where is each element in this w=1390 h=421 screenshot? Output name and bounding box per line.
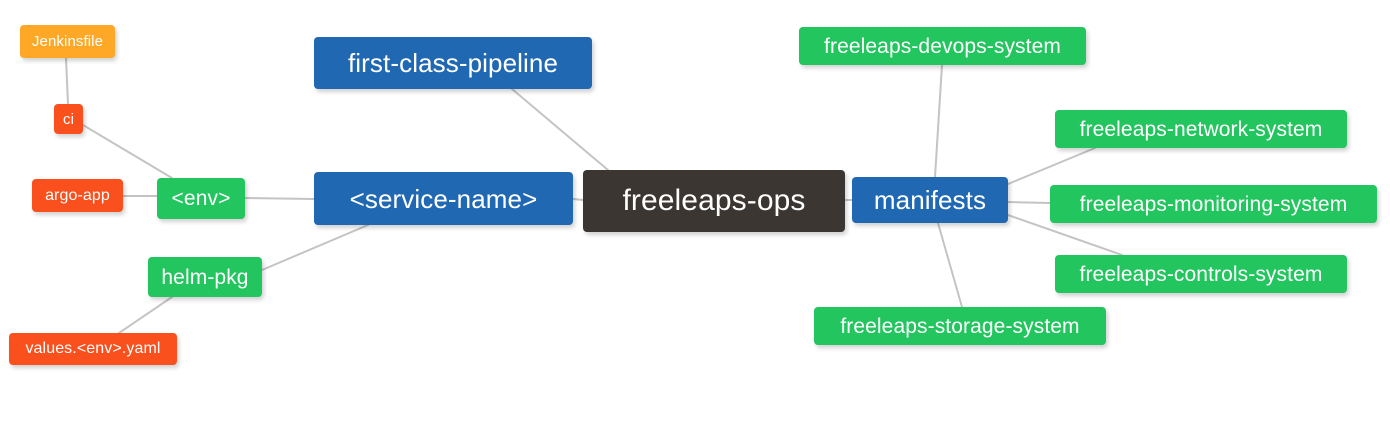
edge-ci-jenkinsfile [65, 57, 69, 105]
mindmap-node-freeleaps-ops[interactable]: freeleaps-ops [583, 170, 845, 232]
mindmap-node-values-env-yaml[interactable]: values.<env>.yaml [9, 333, 177, 365]
mindmap-node-freeleaps-devops-system[interactable]: freeleaps-devops-system [799, 27, 1086, 65]
mindmap-node-label: manifests [873, 185, 987, 215]
mindmap-node-label: first-class-pipeline [347, 48, 559, 78]
edge-service-name-helm-pkg [261, 224, 369, 271]
mindmap-node-label: freeleaps-monitoring-system [1079, 192, 1348, 216]
mindmap-node-freeleaps-controls-system[interactable]: freeleaps-controls-system [1055, 255, 1347, 293]
mindmap-node-label: <env> [171, 187, 231, 210]
edge-manifests-network [1007, 147, 1096, 185]
mindmap-node-label: freeleaps-storage-system [840, 314, 1080, 338]
mindmap-node-ci[interactable]: ci [54, 104, 83, 134]
mindmap-node-first-class-pipeline[interactable]: first-class-pipeline [314, 37, 592, 89]
edge-service-name-env [244, 197, 315, 200]
mindmap-node-label: values.<env>.yaml [25, 340, 161, 357]
mindmap-node-helm-pkg[interactable]: helm-pkg [148, 257, 262, 297]
mindmap-node-label: freeleaps-controls-system [1079, 262, 1323, 286]
edge-manifests-devops [934, 64, 943, 178]
mindmap-node-label: freeleaps-ops [622, 184, 806, 217]
mindmap-node-freeleaps-monitoring-system[interactable]: freeleaps-monitoring-system [1050, 185, 1377, 223]
mindmap-node-manifests[interactable]: manifests [852, 177, 1008, 223]
mindmap-node-label: <service-name> [349, 183, 538, 214]
mindmap-node-label: freeleaps-network-system [1079, 117, 1323, 141]
mindmap-node-freeleaps-network-system[interactable]: freeleaps-network-system [1055, 110, 1347, 148]
mindmap-node-service-name[interactable]: <service-name> [314, 172, 573, 225]
mindmap-node-label: helm-pkg [161, 265, 249, 289]
edge-ops-first-class-pipeline [511, 88, 609, 171]
edge-manifests-storage [937, 222, 963, 308]
edge-manifests-monitoring [1007, 201, 1051, 204]
mindmap-node-argo-app[interactable]: argo-app [32, 179, 123, 212]
mindmap-node-label: freeleaps-devops-system [824, 34, 1061, 58]
mindmap-node-jenkinsfile[interactable]: Jenkinsfile [20, 25, 115, 58]
mindmap-node-env[interactable]: <env> [157, 178, 245, 219]
edge-env-ci [82, 124, 173, 179]
edge-ops-service-name [572, 198, 584, 201]
mindmap-node-label: Jenkinsfile [31, 33, 104, 50]
mindmap-node-label: ci [62, 110, 75, 128]
mindmap-node-freeleaps-storage-system[interactable]: freeleaps-storage-system [814, 307, 1106, 345]
mindmap-node-label: argo-app [45, 186, 110, 204]
edge-helm-pkg-values [118, 296, 173, 334]
